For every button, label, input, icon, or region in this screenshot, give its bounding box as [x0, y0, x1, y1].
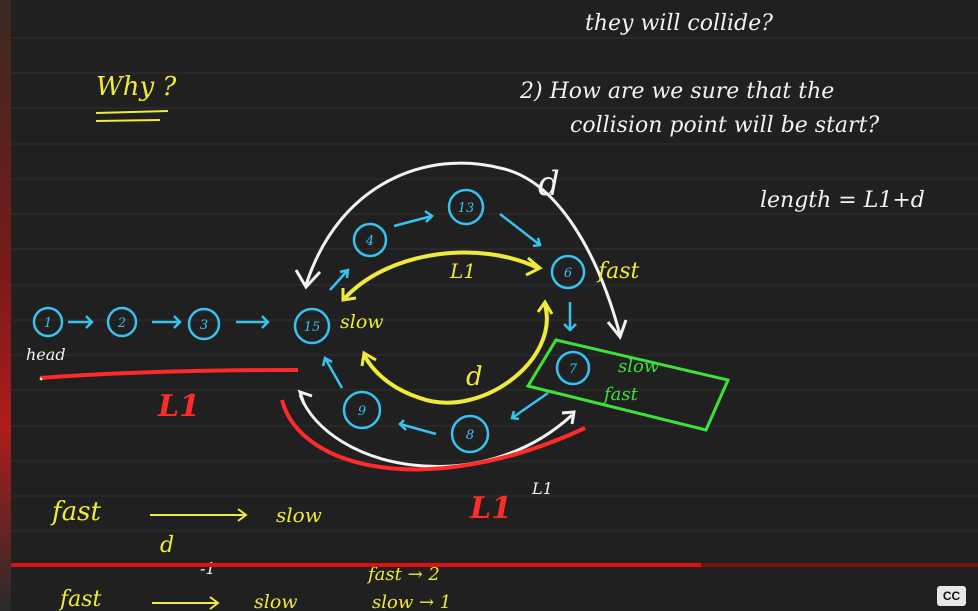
node-8 — [450, 414, 490, 454]
node-label: 2 — [117, 316, 126, 331]
slow-label: slow — [340, 311, 384, 333]
node-label: 9 — [358, 404, 366, 419]
head-label: head — [26, 345, 66, 364]
node-1 — [32, 306, 64, 338]
question2-line1: 2) How are we sure that the — [519, 79, 834, 104]
outer-arc-bottom — [298, 394, 574, 468]
why-label: Why ? — [96, 72, 177, 102]
closed-captions-button[interactable]: CC — [937, 586, 966, 606]
bottom-fast-eq: fast → 2 — [366, 564, 440, 585]
outer-arc-top — [304, 161, 622, 336]
box-fast-label: fast — [602, 384, 639, 405]
node-label: 15 — [304, 320, 321, 335]
bottom-fast-1: fast — [50, 497, 101, 527]
fast-label: fast — [596, 259, 640, 284]
yellow-arc-top — [343, 250, 539, 300]
node-label: 6 — [564, 266, 572, 281]
node-label: 1 — [44, 316, 52, 331]
node-9 — [342, 390, 382, 430]
L1-inner-label: L1 — [449, 259, 476, 283]
node-6 — [550, 254, 586, 290]
bottom-fast-2: fast — [58, 587, 102, 611]
length-equation: length = L1+d — [760, 188, 925, 213]
red-arc-bottom — [280, 399, 586, 472]
red-L1-label: L1 — [157, 389, 200, 424]
bottom-slow-2: slow — [254, 591, 298, 611]
yellow-arc-bottom — [362, 304, 549, 405]
node-7 — [555, 350, 591, 386]
bottom-slow-eq: slow → 1 — [372, 592, 451, 611]
d-top-label: d — [538, 164, 560, 204]
node-labels: 1 2 3 15 4 13 6 7 8 9 — [44, 201, 578, 443]
red-L1-line — [39, 368, 299, 380]
presenter-edge — [0, 0, 11, 611]
bottom-d: d — [160, 533, 174, 558]
red-L1-bottom-label: L1 — [469, 491, 512, 526]
slow-fast-box — [525, 338, 731, 432]
list-arrows — [68, 209, 577, 436]
node-label: 4 — [365, 234, 374, 249]
node-3 — [187, 307, 221, 341]
node-15 — [293, 307, 331, 345]
node-layer — [32, 188, 591, 454]
node-2 — [106, 306, 138, 338]
video-progress-fill — [11, 563, 702, 567]
node-label: 13 — [458, 201, 475, 216]
node-label: 7 — [569, 362, 578, 377]
L1-superscript: L1 — [531, 479, 553, 498]
box-slow-label: slow — [618, 356, 660, 377]
node-4 — [352, 222, 388, 258]
bottom-slow-1: slow — [276, 503, 322, 527]
d-inner-label: d — [466, 362, 483, 392]
bottom-minus-one: -1 — [200, 559, 216, 578]
node-13 — [447, 188, 485, 226]
question2-line2: collision point will be start? — [570, 113, 879, 138]
node-label: 8 — [466, 428, 474, 443]
question1-text: they will collide? — [585, 11, 773, 36]
node-label: 3 — [200, 318, 208, 333]
